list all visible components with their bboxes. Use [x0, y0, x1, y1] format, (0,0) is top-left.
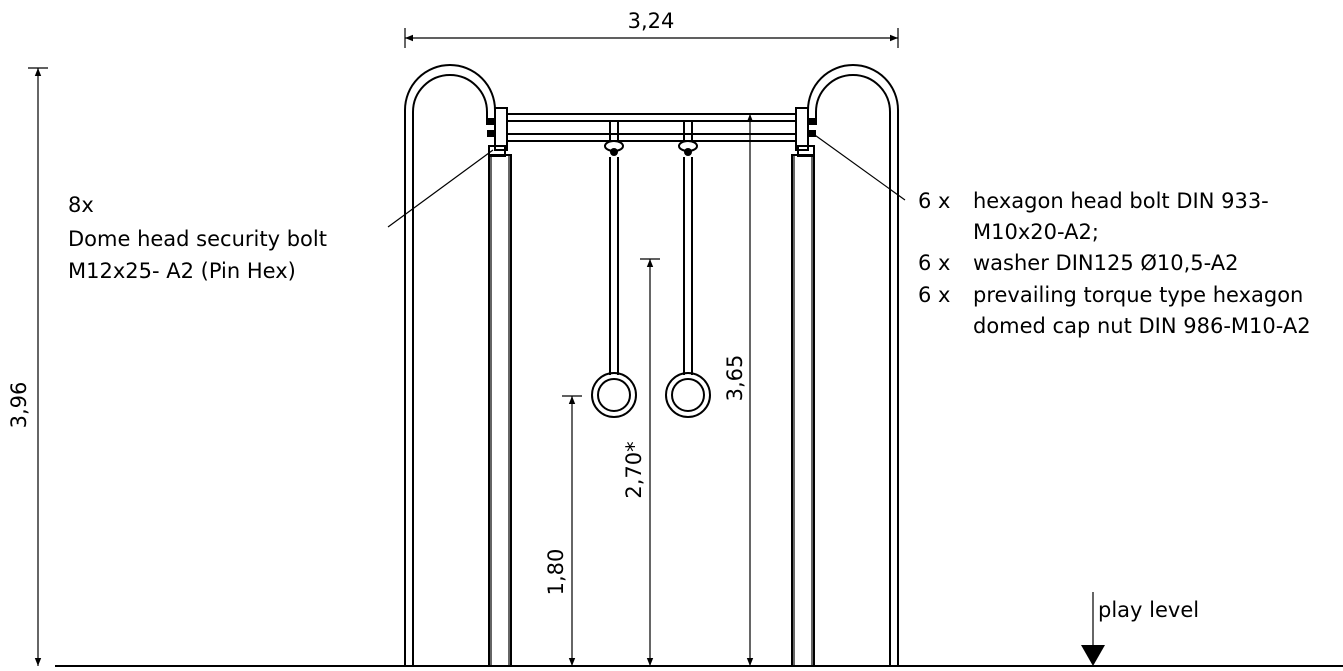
gymnastic-ring-left	[591, 372, 637, 418]
right-arch	[807, 64, 899, 666]
ring-hanger-right	[678, 121, 698, 375]
dimension-crossbar-height: 3,65	[723, 113, 760, 666]
overall-width-label: 3,24	[628, 9, 675, 33]
annotation-right-line3: washer DIN125 Ø10,5-A2	[973, 251, 1238, 275]
annotation-right-line5: domed cap nut DIN 986-M10-A2	[973, 314, 1311, 338]
annotation-right-qty-1: 6 x	[918, 189, 950, 213]
crossbar-height-label: 3,65	[723, 355, 747, 402]
play-level-label: play level	[1098, 598, 1199, 622]
leader-line-right	[811, 132, 906, 201]
left-post	[488, 145, 512, 667]
annotation-left-line1: Dome head security bolt	[68, 227, 327, 251]
crossbar	[507, 113, 796, 142]
dimension-overall-width: 3,24	[404, 9, 899, 48]
annotation-left: 8x Dome head security bolt M12x25- A2 (P…	[68, 193, 327, 283]
play-level-marker: play level	[1081, 592, 1199, 666]
annotation-left-line2: M12x25- A2 (Pin Hex)	[68, 259, 296, 283]
ring-height-label: 1,80	[544, 549, 568, 596]
left-bracket	[487, 107, 508, 151]
dimension-overall-height: 3,96	[7, 67, 48, 666]
dimension-ring-attachment-height: 2,70*	[622, 258, 660, 666]
leader-line-left	[387, 149, 494, 228]
left-arch	[404, 64, 496, 666]
play-level-triangle-icon	[1081, 645, 1105, 666]
ring-attachment-height-label: 2,70*	[622, 441, 646, 498]
annotation-right: 6 x hexagon head bolt DIN 933- M10x20-A2…	[918, 189, 1311, 338]
annotation-left-qty: 8x	[68, 193, 94, 217]
annotation-right-line2: M10x20-A2;	[973, 220, 1099, 244]
ring-hanger-left	[604, 121, 624, 375]
annotation-right-qty-2: 6 x	[918, 251, 950, 275]
right-bracket	[795, 107, 816, 151]
right-post	[791, 145, 815, 667]
overall-height-label: 3,96	[7, 382, 31, 429]
gymnastic-ring-right	[665, 372, 711, 418]
annotation-right-qty-3: 6 x	[918, 283, 950, 307]
annotation-right-line4: prevailing torque type hexagon	[973, 283, 1303, 307]
dimension-ring-height: 1,80	[544, 395, 582, 666]
annotation-right-line1: hexagon head bolt DIN 933-	[973, 189, 1269, 213]
